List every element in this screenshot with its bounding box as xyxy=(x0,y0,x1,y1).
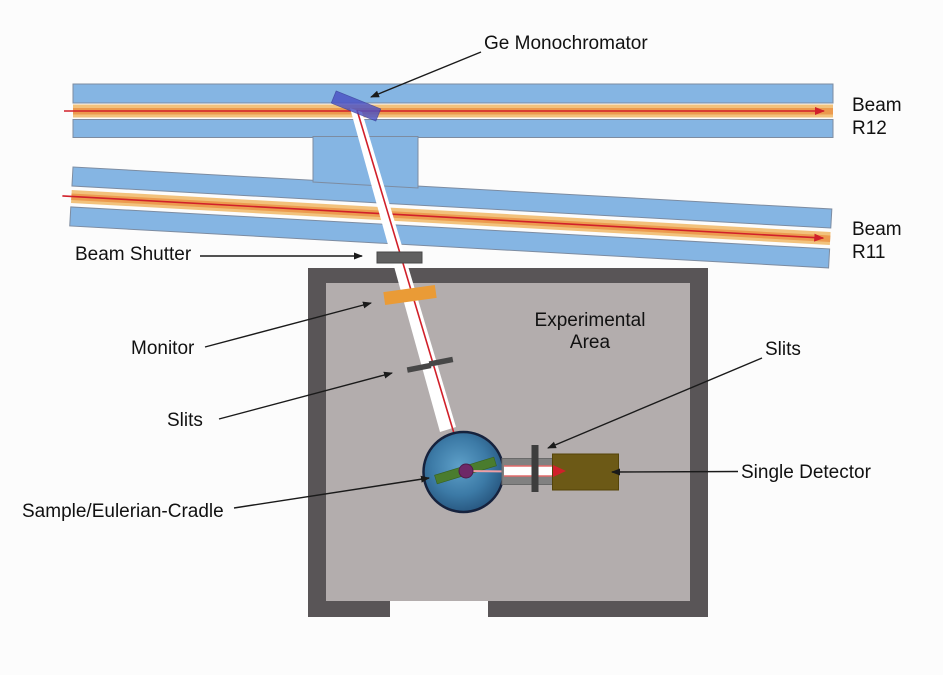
r12-lower-wall xyxy=(72,119,834,138)
leader-single-detector xyxy=(611,468,739,476)
r11-beam-arrow xyxy=(62,195,825,242)
scattered-beam-line xyxy=(467,470,509,473)
label-sample-eulerian-cradle: Sample/Eulerian-Cradle xyxy=(22,501,224,522)
deflected-beam-arrow xyxy=(356,109,461,451)
slit-jaw xyxy=(428,356,454,367)
labels: Ge Monochromator Beam R12 Beam R11 Beam … xyxy=(22,33,902,522)
r11-upper-wall xyxy=(71,166,833,229)
label-beam-r12-line2: R12 xyxy=(852,118,887,139)
sample-eulerian-cradle xyxy=(422,430,509,514)
slit-bar-right xyxy=(531,445,539,492)
detector-assembly xyxy=(501,445,619,492)
label-beam-r11-line1: Beam xyxy=(852,219,902,240)
deflected-beam xyxy=(350,108,461,451)
leader-monitor xyxy=(204,301,372,348)
beam-tube-r12 xyxy=(64,83,834,138)
slits-left-pair xyxy=(406,356,454,373)
label-ge-monochromator: Ge Monochromator xyxy=(484,33,648,54)
monitor-bar xyxy=(383,284,437,306)
leader-slits-right xyxy=(547,357,763,449)
label-beam-shutter: Beam Shutter xyxy=(75,244,192,265)
label-beam-r11-line2: R11 xyxy=(852,242,885,263)
slit-jaw xyxy=(406,362,432,373)
leader-ge-monochromator xyxy=(370,51,482,98)
door-opening xyxy=(390,601,488,618)
beam-into-detector-arrow xyxy=(553,465,566,477)
label-slits-right: Slits xyxy=(765,339,801,360)
leader-sample xyxy=(233,475,430,509)
r12-upper-wall xyxy=(72,83,834,104)
label-experimental-area-line2: Area xyxy=(570,332,611,353)
label-monitor: Monitor xyxy=(131,338,195,359)
ge-monochromator-crystal xyxy=(330,90,382,122)
sample-hub xyxy=(458,463,474,479)
label-experimental-area-line1: Experimental xyxy=(535,310,646,331)
label-beam-r12-line1: Beam xyxy=(852,95,902,116)
beam-shutter-bar xyxy=(376,251,423,264)
leader-slits-left xyxy=(218,371,393,420)
experimental-floor xyxy=(326,283,690,601)
label-slits-left: Slits xyxy=(167,410,203,431)
beam-tube-r11 xyxy=(62,166,833,269)
r11-lower-wall xyxy=(69,206,831,269)
label-single-detector: Single Detector xyxy=(741,462,872,483)
collimator-channel xyxy=(504,465,555,477)
experimental-area-box xyxy=(308,268,708,618)
